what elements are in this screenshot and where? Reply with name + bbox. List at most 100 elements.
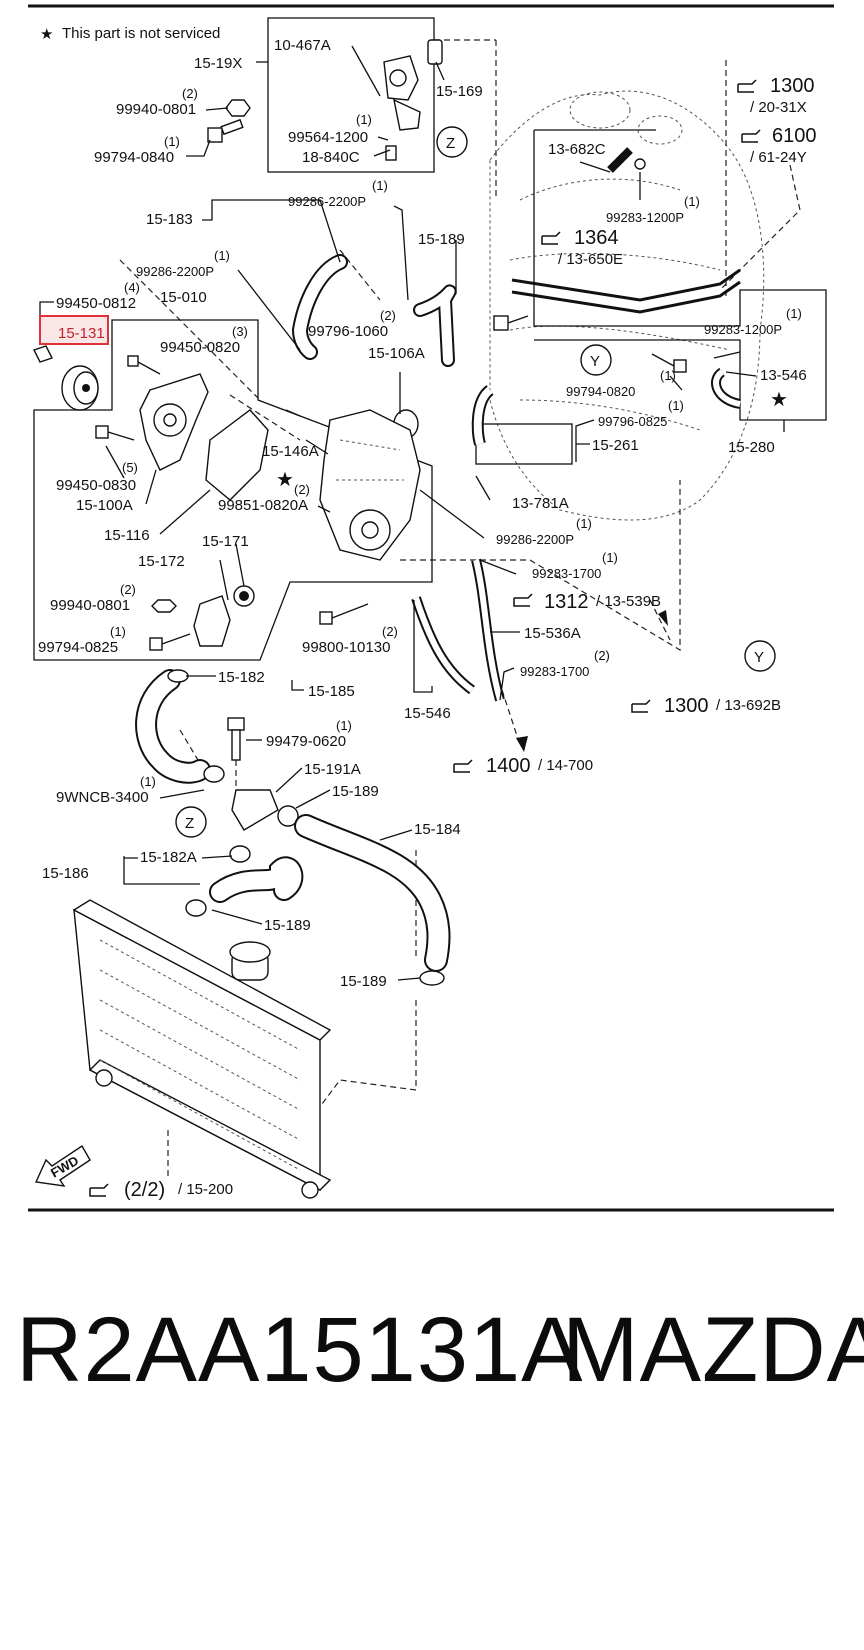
label-15-184: 15-184 — [414, 821, 461, 838]
caption-brand: MAZDA — [562, 1299, 864, 1401]
qty-99283-1700a: (1) — [602, 550, 618, 565]
bracket-15-191a — [231, 789, 279, 831]
callout-z-top: Z — [436, 126, 468, 158]
ref-14-700: / 14-700 — [538, 757, 593, 774]
qty-99286-2200pa: (1) — [372, 178, 388, 193]
label-99283-1200pb: 99283-1200P — [704, 322, 782, 337]
ref-61-24y: / 61-24Y — [750, 149, 807, 166]
label-99450-0820: 99450-0820 — [160, 339, 240, 356]
label-15-280: 15-280 — [728, 439, 775, 456]
ref-1300-b: 1300 — [664, 695, 709, 717]
qty-99796-1060: (2) — [380, 308, 396, 323]
qty-99283-1200pb: (1) — [786, 306, 802, 321]
ref-13-692b: / 13-692B — [716, 697, 781, 714]
bolt-99450-0830 — [95, 425, 135, 441]
caption: R2AA15131A MAZDA — [0, 1290, 864, 1410]
label-15-19x: 15-19X — [194, 55, 242, 72]
ref-1300-a: 1300 — [770, 75, 815, 97]
thermostat-15-171 — [233, 585, 255, 607]
label-15-106a: 15-106A — [368, 345, 425, 362]
label-99564-1200: 99564-1200 — [288, 129, 368, 146]
label-15-169: 15-169 — [436, 83, 483, 100]
callout-z-top-letter: Z — [446, 135, 455, 152]
arrow-1400 — [516, 736, 528, 752]
label-99800-10130: 99800-10130 — [302, 639, 390, 656]
star-symbol: ★ — [40, 26, 53, 43]
ref-15-200: / 15-200 — [178, 1181, 233, 1198]
cover-15-172 — [193, 595, 231, 647]
callout-y-lower: Y — [744, 640, 776, 672]
callout-y-upper: Y — [580, 344, 612, 376]
label-15-261: 15-261 — [592, 437, 639, 454]
housing-15-010 — [319, 409, 421, 561]
hand-pointer-icon — [741, 129, 761, 143]
label-99286-2200pc: 99286-2200P — [496, 532, 574, 547]
qty-99851-0820a: (2) — [294, 482, 310, 497]
not-serviced-note: This part is not serviced — [62, 25, 220, 42]
clamp-15-182a — [229, 845, 251, 863]
label-leaders — [39, 45, 785, 981]
clamp-15-182 — [167, 669, 189, 683]
group-box-15-19x — [267, 17, 435, 173]
hand-pointer-icon — [453, 759, 473, 773]
ref-2-2: (2/2) — [124, 1179, 165, 1201]
qty-99800-10130: (2) — [382, 624, 398, 639]
hand-pointer-icon — [541, 231, 561, 245]
label-18-840c: 18-840C — [302, 149, 360, 166]
ref-13-650e: / 13-650E — [558, 251, 623, 268]
callout-y-upper-letter: Y — [590, 353, 600, 370]
star-marker-13-546: ★ — [770, 389, 788, 411]
label-13-781a: 13-781A — [512, 495, 569, 512]
label-99794-0840: 99794-0840 — [94, 149, 174, 166]
bolt-99450-0812 — [33, 345, 53, 363]
group-box-13-682c — [533, 129, 827, 421]
label-99796-0825: 99796-0825 — [598, 414, 667, 429]
part-labels: 15-19X 10-467A 15-169 (2) 99940-0801 (1)… — [38, 37, 817, 1201]
hand-pointer-icon — [89, 1183, 109, 1197]
label-99796-1060: 99796-1060 — [308, 323, 388, 340]
parts-diagram: ★ This part is not serviced — [28, 4, 834, 1212]
bolt-99794-0820 — [651, 353, 687, 373]
ref-1400: 1400 — [486, 755, 531, 777]
bolt-99450-0820 — [127, 355, 161, 375]
heater-pipe-13-682c — [511, 147, 741, 314]
qty-99286-2200pb: (1) — [214, 248, 230, 263]
label-99450-0812: 99450-0812 — [56, 295, 136, 312]
qty-99450-0830: (5) — [122, 460, 138, 475]
label-99794-0820: 99794-0820 — [566, 384, 635, 399]
ref-6100: 6100 — [772, 125, 817, 147]
qty-99450-0820: (3) — [232, 324, 248, 339]
label-15-185: 15-185 — [308, 683, 355, 700]
label-15-146a: 15-146A — [262, 443, 319, 460]
hand-pointer-icon — [631, 699, 651, 713]
qty-99794-0820: (1) — [660, 368, 676, 383]
label-13-546: 13-546 — [760, 367, 807, 384]
qty-99283-1200pa: (1) — [684, 194, 700, 209]
ref-1312: 1312 — [544, 591, 589, 613]
qty-99450-0812: (4) — [124, 280, 140, 295]
qty-99794-0825: (1) — [110, 624, 126, 639]
label-15-182: 15-182 — [218, 669, 265, 686]
bolt-99796-1060 — [493, 315, 529, 331]
caption-part-number: R2AA15131A — [16, 1299, 584, 1401]
callout-z-bottom: Z — [175, 806, 207, 838]
qty-99479-0620: (1) — [336, 718, 352, 733]
highlight-15-131 — [39, 315, 109, 345]
label-99450-0830: 99450-0830 — [56, 477, 136, 494]
arrow-1312 — [658, 610, 668, 626]
label-15-189-a: 15-189 — [332, 783, 379, 800]
ref-20-31x: / 20-31X — [750, 99, 807, 116]
bolt-99479-0620 — [227, 717, 245, 761]
ref-1364: 1364 — [574, 227, 619, 249]
group-box-15-261 — [475, 423, 573, 465]
label-99286-2200pb: 99286-2200P — [136, 264, 214, 279]
clamp-15-189c — [419, 970, 445, 986]
label-99940-0801a: 99940-0801 — [116, 101, 196, 118]
hand-pointer-icon — [737, 79, 757, 93]
label-15-189b: 15-189 — [418, 231, 465, 248]
qty-99564-1200: (1) — [356, 112, 372, 127]
star-marker-15-146a: ★ — [276, 469, 294, 491]
label-99794-0825: 99794-0825 — [38, 639, 118, 656]
label-99283-1700b: 99283-1700 — [520, 664, 589, 679]
label-15-191a: 15-191A — [304, 761, 361, 778]
